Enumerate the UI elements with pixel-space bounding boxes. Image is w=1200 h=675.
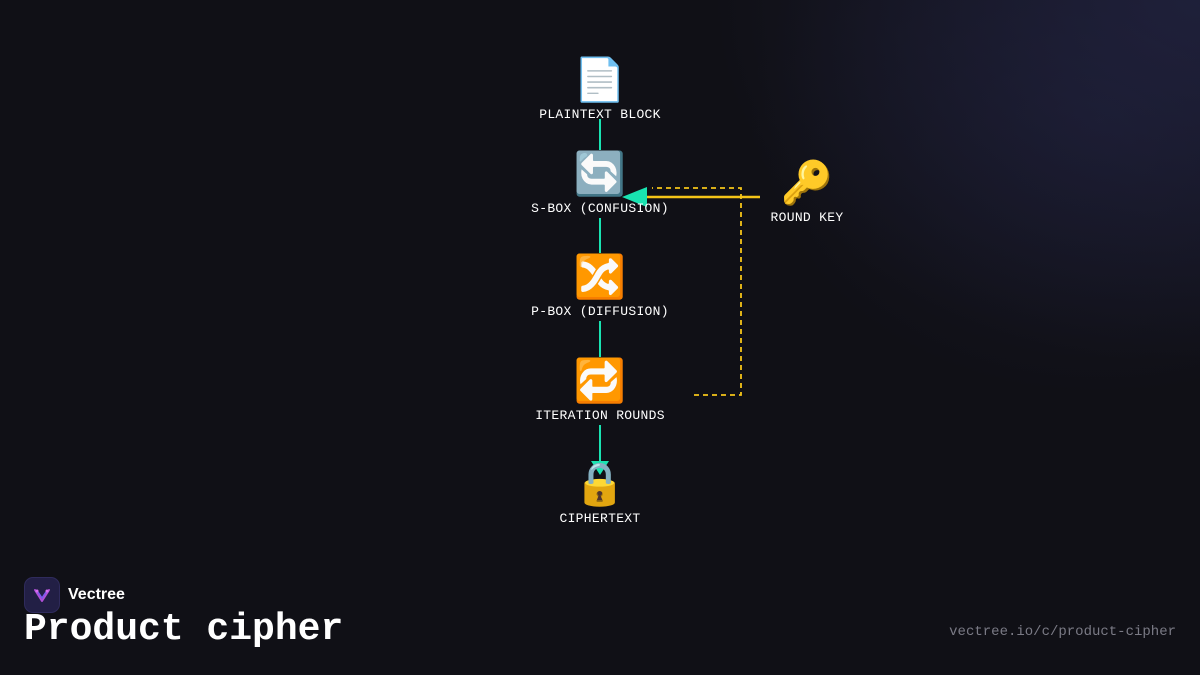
node-p-box: 🔀 P-BOX (DIFFUSION)	[500, 252, 700, 319]
node-label: CIPHERTEXT	[559, 511, 641, 526]
brand-name: Vectree	[68, 586, 125, 603]
node-label: ITERATION ROUNDS	[535, 408, 665, 423]
node-ciphertext: 🔒 CIPHERTEXT	[500, 459, 700, 526]
arrows-cycle-icon: 🔄	[573, 149, 627, 198]
edge-rounds-feedback	[652, 187, 742, 396]
arrowhead-ciphertext	[591, 461, 609, 475]
node-iteration-rounds: 🔁 ITERATION ROUNDS	[500, 356, 700, 423]
vectree-logo-icon	[24, 577, 60, 613]
node-s-box: 🔄 S-BOX (CONFUSION)	[500, 149, 700, 216]
shuffle-icon: 🔀	[573, 252, 627, 301]
repeat-icon: 🔁	[573, 356, 627, 405]
key-icon: 🔑	[780, 158, 834, 207]
page-icon: 📄	[573, 55, 627, 104]
node-plaintext-block: 📄 PLAINTEXT BLOCK	[500, 55, 700, 122]
lock-icon: 🔒	[573, 459, 627, 508]
page-url: vectree.io/c/product-cipher	[949, 624, 1176, 640]
node-label: S-BOX (CONFUSION)	[531, 201, 669, 216]
node-round-key: 🔑 ROUND KEY	[707, 158, 907, 225]
arrowhead-sbox	[622, 187, 647, 207]
brand: Vectree	[24, 577, 125, 613]
node-label: ROUND KEY	[770, 210, 844, 225]
page-title: Product cipher	[24, 608, 344, 651]
node-label: PLAINTEXT BLOCK	[539, 107, 661, 122]
node-label: P-BOX (DIFFUSION)	[531, 304, 669, 319]
